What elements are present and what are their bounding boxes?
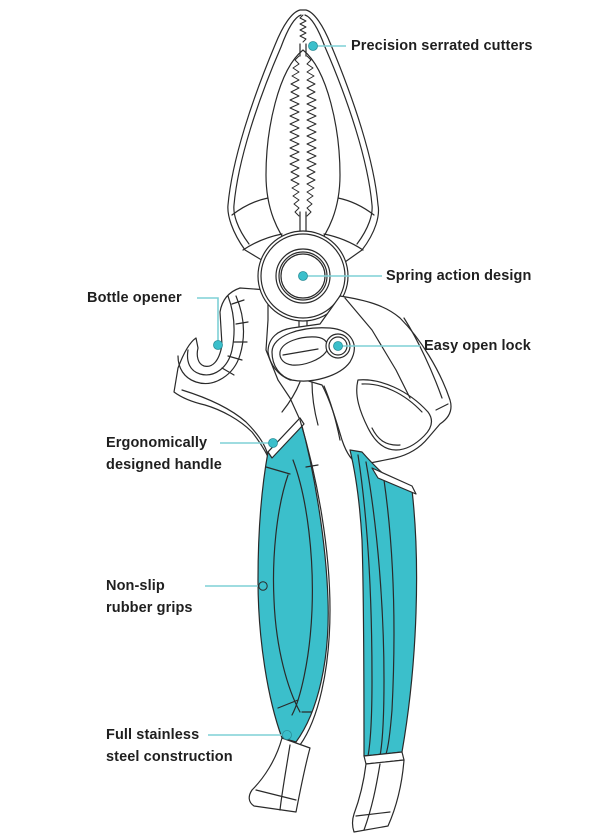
label-line: steel construction (106, 749, 233, 765)
label-bottle-opener: Bottle opener (87, 287, 182, 309)
right-handle-edges (344, 297, 449, 411)
label-easy-open-lock: Easy open lock (424, 335, 531, 357)
right-handle-window-collar (371, 467, 417, 495)
label-ergonomic-handle: Ergonomically designed handle (106, 432, 222, 476)
marker-rubber-grips (258, 581, 268, 591)
right-handle-tip-lines (355, 763, 391, 831)
callout-leaders (197, 45, 420, 736)
label-line: Precision serrated cutters (351, 38, 533, 54)
label-line: designed handle (106, 457, 222, 473)
right-handle-tip (351, 759, 405, 833)
left-grip-panel (272, 459, 313, 716)
marker-easy-open-lock (333, 341, 343, 351)
label-line: rubber grips (106, 600, 193, 616)
label-rubber-grips: Non-slip rubber grips (106, 575, 193, 619)
marker-stainless-steel (282, 730, 292, 740)
label-line: Ergonomically (106, 435, 208, 451)
label-serrated-cutters: Precision serrated cutters (351, 35, 533, 57)
right-handle-window (356, 379, 433, 451)
left-grip-outline (257, 417, 329, 743)
right-grip-ribs (357, 454, 395, 757)
serrated-teeth-left (289, 55, 300, 217)
jaw-right-panel (323, 197, 375, 251)
label-line: Easy open lock (424, 338, 531, 354)
left-grip-edge (299, 419, 331, 746)
left-grip-collar (267, 417, 305, 459)
marker-ergonomic-handle (268, 438, 278, 448)
label-line: Spring action design (386, 268, 532, 284)
leader-bottle-opener (197, 297, 219, 342)
jaw-left-panel (231, 197, 283, 251)
label-spring-action: Spring action design (386, 265, 531, 287)
inner-arm (281, 381, 341, 441)
right-grip (349, 449, 418, 765)
marker-serrated-cutters (308, 41, 318, 51)
label-line: Non-slip (106, 578, 165, 594)
left-grip (257, 417, 331, 746)
callout-markers (213, 41, 343, 740)
label-line: Full stainless (106, 727, 200, 743)
handle-tips (248, 737, 405, 833)
right-handle-window-inline (361, 383, 423, 446)
marker-spring-action (298, 271, 308, 281)
marker-bottle-opener (213, 340, 223, 350)
label-line: Bottle opener (87, 290, 182, 306)
jaw-center-slit (299, 43, 307, 259)
left-handle-tip-lines (255, 744, 297, 811)
jaw-outer-inline (233, 14, 373, 245)
serrated-teeth-right (306, 55, 317, 217)
left-handle-curve (181, 389, 269, 457)
lock-oval-slot (279, 336, 329, 366)
bottle-opener-hook (177, 295, 245, 384)
label-stainless-steel: Full stainless steel construction (106, 724, 233, 768)
bottle-opener-ribs (221, 299, 249, 376)
left-handle-tip (248, 737, 311, 813)
tip-serration (299, 14, 307, 43)
